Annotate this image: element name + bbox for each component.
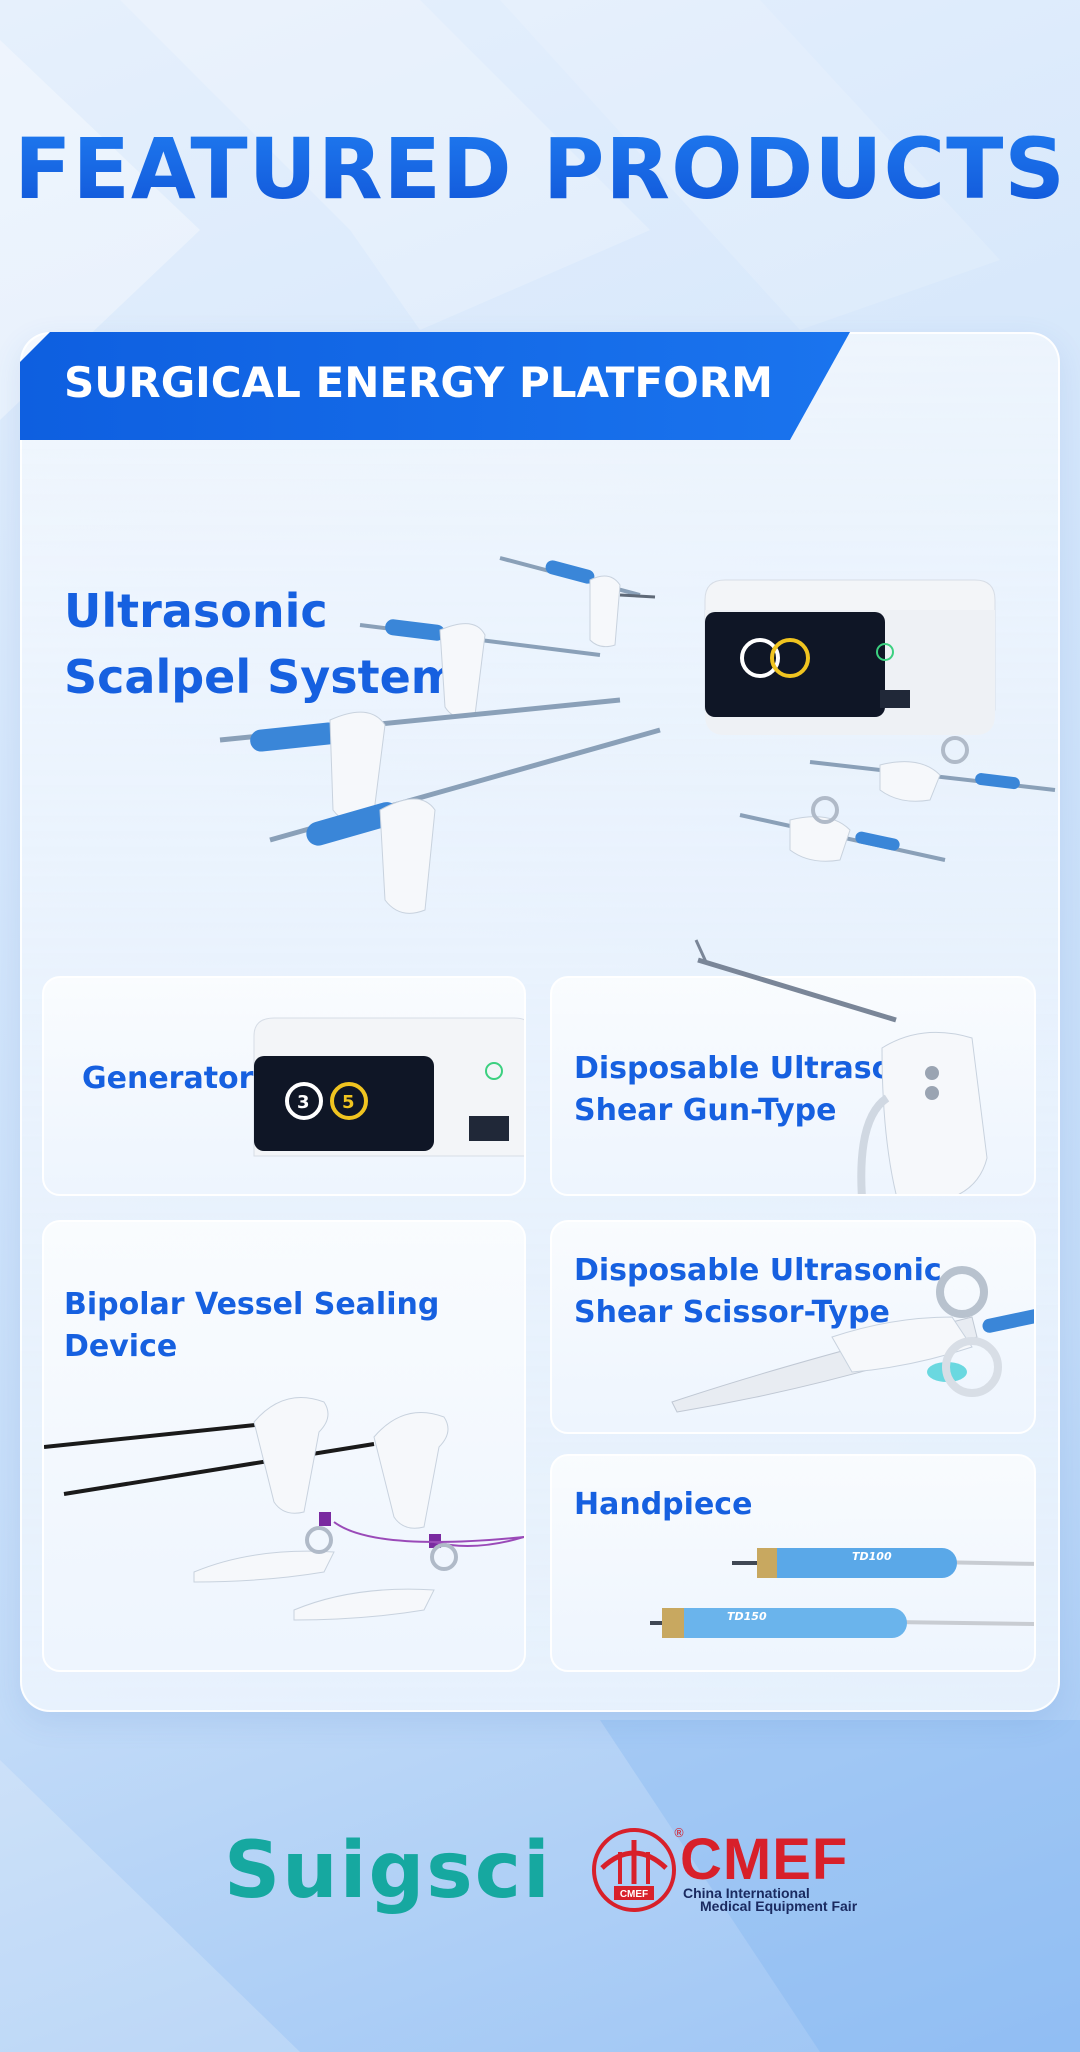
tile-generator[interactable]: Generator 3 5 — [42, 976, 526, 1196]
hero-scissor-2 — [739, 796, 946, 862]
tile-shear-gun-type-label: Disposable Ultrasonic Shear Gun-Type — [574, 1048, 942, 1132]
handpiece-image: TD100 TD150 — [650, 1548, 1034, 1638]
handpiece-top-label: TD100 — [852, 1550, 892, 1563]
section-tab — [20, 332, 850, 440]
cmef-subtitle-line2: Medical Equipment Fair — [700, 1898, 858, 1914]
shear-gun-shaft — [694, 939, 897, 1023]
tile-shear-gun-type-line2: Shear Gun-Type — [574, 1093, 837, 1128]
scalpel-instrument-large-1 — [219, 697, 621, 824]
generator-screen-left-number: 3 — [297, 1092, 310, 1113]
hero-title-line2: Scalpel System — [64, 650, 459, 704]
shear-gun-image — [857, 1031, 988, 1194]
tile-shear-scissor-type-line1: Disposable Ultrasonic — [574, 1253, 942, 1288]
tile-shear-gun-type-line1: Disposable Ultrasonic — [574, 1051, 942, 1086]
tile-bipolar-vessel-sealing[interactable]: Bipolar Vessel Sealing Device — [42, 1220, 526, 1672]
generator-device-image: 3 5 — [253, 1017, 524, 1157]
tile-shear-scissor-type[interactable]: Disposable Ultrasonic Shear Scissor-Type — [550, 1220, 1036, 1434]
scalpel-instrument-large-2 — [269, 727, 661, 914]
scalpel-instrument-small-1 — [499, 556, 656, 648]
scalpel-instrument-small-2 — [359, 619, 601, 719]
cmef-registered-mark: ® — [673, 1826, 685, 1840]
handpiece-bottom-label: TD150 — [727, 1610, 767, 1623]
section-tab-label: SURGICAL ENERGY PLATFORM — [64, 358, 773, 407]
hero-instruments-illustration — [219, 556, 1056, 914]
hero-generator — [704, 579, 996, 735]
bipolar-devices-image — [44, 1397, 524, 1621]
hero-title-line1: Ultrasonic — [64, 584, 328, 638]
tile-shear-scissor-type-label: Disposable Ultrasonic Shear Scissor-Type — [574, 1250, 942, 1334]
tile-handpiece-label: Handpiece — [574, 1487, 753, 1522]
tile-shear-scissor-type-line2: Shear Scissor-Type — [574, 1295, 890, 1330]
cmef-seal-icon: CMEF — [592, 1828, 676, 1912]
generator-screen-right-number: 5 — [342, 1092, 355, 1113]
tile-handpiece[interactable]: Handpiece TD100 TD150 — [550, 1454, 1036, 1672]
tile-bipolar-label: Bipolar Vessel Sealing Device — [64, 1287, 440, 1364]
hero-title: Ultrasonic Scalpel System — [64, 578, 464, 710]
tile-shear-gun-type[interactable]: Disposable Ultrasonic Shear Gun-Type — [550, 976, 1036, 1196]
cmef-seal-text: CMEF — [620, 1889, 648, 1900]
suigsci-logo: Suigsci — [224, 1826, 552, 1916]
tile-generator-label: Generator — [82, 1061, 254, 1096]
cmef-subtitle-line1: China International — [683, 1885, 810, 1901]
hero-scissor-1 — [809, 736, 1056, 802]
shear-scissor-image — [671, 1266, 1034, 1413]
page-title: FEATURED PRODUCTS — [0, 120, 1080, 218]
cmef-logo-text: CMEF — [680, 1827, 849, 1892]
